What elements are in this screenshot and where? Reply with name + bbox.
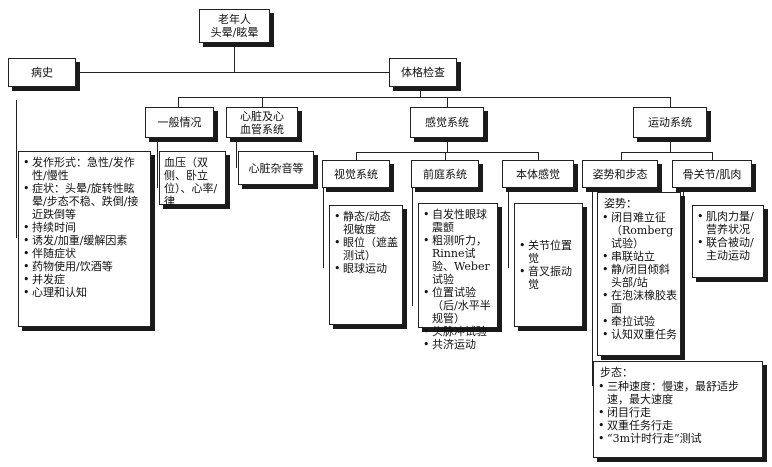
bone-item: 肌肉力量/营养状况 (697, 210, 760, 236)
history-node: 病史 (8, 58, 76, 87)
root-line1: 老年人 (218, 13, 251, 26)
history-item: 并发症 (23, 273, 147, 286)
cardio-details: 心脏杂音等 (238, 151, 314, 185)
vestibular-item: 位置试验（后/水平半规管） (423, 286, 494, 325)
exam-node: 体格检查 (389, 58, 457, 87)
sensory-title: 感觉系统 (425, 116, 469, 129)
general-node: 一般情况 (145, 107, 214, 138)
bone-details: 肌肉力量/营养状况 联合被动/主动运动 (692, 205, 764, 278)
cardio-title-2: 血管系统 (240, 122, 284, 136)
bone-title: 骨关节/肌肉 (682, 167, 742, 181)
history-item: 持续时间 (23, 221, 147, 234)
vestibular-item: 粗测听力，Rinne试验、Weber试验 (423, 234, 494, 286)
connector (621, 152, 713, 153)
posture-gait-node: 姿势和步态 (582, 160, 658, 188)
connector (356, 152, 357, 160)
connector (412, 188, 413, 306)
visual-item: 眼球运动 (334, 262, 399, 275)
connector (262, 97, 263, 107)
proprio-item: 关节位置觉 (519, 239, 579, 265)
proprio-details: 关节位置觉 音叉振动觉 (514, 203, 583, 327)
history-item: 发作形式：急性/发作性/慢性 (23, 156, 147, 182)
proprio-title: 本体感觉 (516, 167, 560, 181)
gait-item: “3m计时行走”测试 (598, 432, 759, 445)
connector (508, 188, 509, 268)
motor-node: 运动系统 (633, 107, 707, 138)
root-line2: 头晕/眩晕 (210, 26, 259, 39)
gait-item: 闭目行走 (598, 406, 759, 419)
gait-item: 三种速度：慢速，最舒适步速，最大速度 (598, 380, 759, 406)
connector (670, 138, 671, 152)
history-item: 症状：头晕/旋转性眩晕/步态不稳、跌倒/接近跌倒等 (23, 182, 147, 221)
connector (234, 42, 235, 72)
general-detail: 血压（双侧、卧立位）、心率/律 (164, 156, 218, 208)
connector (592, 188, 593, 386)
cardio-detail: 心脏杂音等 (248, 161, 304, 175)
posture-item: 牵拉试验 (602, 315, 677, 328)
connector (445, 152, 446, 160)
history-title: 病史 (31, 66, 53, 79)
motor-title: 运动系统 (648, 116, 692, 129)
visual-title: 视觉系统 (334, 167, 378, 181)
connector (683, 188, 684, 240)
history-item: 心理和认知 (23, 286, 147, 299)
posture-item: 在泡沫橡胶表面 (602, 289, 677, 315)
posture-item: 认知双重任务 (602, 328, 677, 341)
posture-item: 串联站立 (602, 250, 677, 263)
vestibular-title: 前庭系统 (423, 167, 467, 181)
gait-item: 双重任务行走 (598, 419, 759, 432)
gait-details: 步态： 三种速度：慢速，最舒适步速，最大速度 闭目行走 双重任务行走 “3m计时… (593, 361, 763, 458)
connector (538, 152, 539, 160)
history-item: 伴随症状 (23, 247, 147, 260)
connector (178, 97, 179, 107)
proprio-node: 本体感觉 (502, 160, 574, 188)
vestibular-node: 前庭系统 (411, 160, 479, 188)
sensory-node: 感觉系统 (410, 107, 484, 138)
visual-item: 静态/动态视敏度 (334, 210, 399, 236)
posture-item: 闭目难立征（Romberg试验） (602, 211, 677, 250)
proprio-item: 音叉振动觉 (519, 265, 579, 291)
connector (621, 152, 622, 160)
general-title: 一般情况 (157, 116, 202, 129)
connector (16, 100, 17, 238)
posture-item: 静/闭目倾斜头部/站 (602, 263, 677, 289)
connector (420, 84, 421, 97)
connector (178, 97, 671, 98)
visual-node: 视觉系统 (322, 160, 390, 188)
vestibular-item: 自发性眼球震颤 (423, 208, 494, 234)
posture-heading: 姿势： (604, 197, 637, 210)
connector (447, 138, 448, 152)
gait-heading: 步态： (600, 366, 633, 379)
bone-item: 联合被动/主动运动 (697, 236, 760, 262)
connector (323, 188, 324, 268)
connector (157, 138, 158, 188)
exam-title: 体格检查 (401, 66, 445, 79)
connector (712, 152, 713, 160)
cardio-node: 心脏及心血管系统 (226, 107, 298, 138)
bone-node: 骨关节/肌肉 (672, 160, 752, 188)
visual-details: 静态/动态视敏度 眼位（遮盖测试） 眼球运动 (329, 205, 403, 325)
history-details: 发作形式：急性/发作性/慢性 症状：头晕/旋转性眩晕/步态不稳、跌倒/接近跌倒等… (18, 151, 151, 327)
general-details: 血压（双侧、卧立位）、心率/律 (159, 151, 226, 208)
vestibular-item: 头脉冲试验 (423, 325, 494, 338)
connector (236, 138, 237, 168)
posture-details: 姿势： 闭目难立征（Romberg试验） 串联站立 静/闭目倾斜头部/站 在泡沫… (597, 192, 681, 356)
posture-gait-title: 姿势和步态 (592, 167, 648, 181)
cardio-title-1: 心脏及心 (240, 109, 284, 123)
connector (447, 97, 448, 107)
root-node: 老年人头晕/眩晕 (199, 9, 270, 43)
vestibular-item: 共济运动 (423, 338, 494, 351)
vestibular-details: 自发性眼球震颤 粗测听力，Rinne试验、Weber试验 位置试验（后/水平半规… (418, 203, 498, 351)
connector (356, 152, 539, 153)
connector (670, 97, 671, 107)
visual-item: 眼位（遮盖测试） (334, 236, 399, 262)
history-item: 药物使用/饮酒等 (23, 260, 147, 273)
connector (41, 72, 421, 73)
history-item: 诱发/加重/缓解因素 (23, 234, 147, 247)
